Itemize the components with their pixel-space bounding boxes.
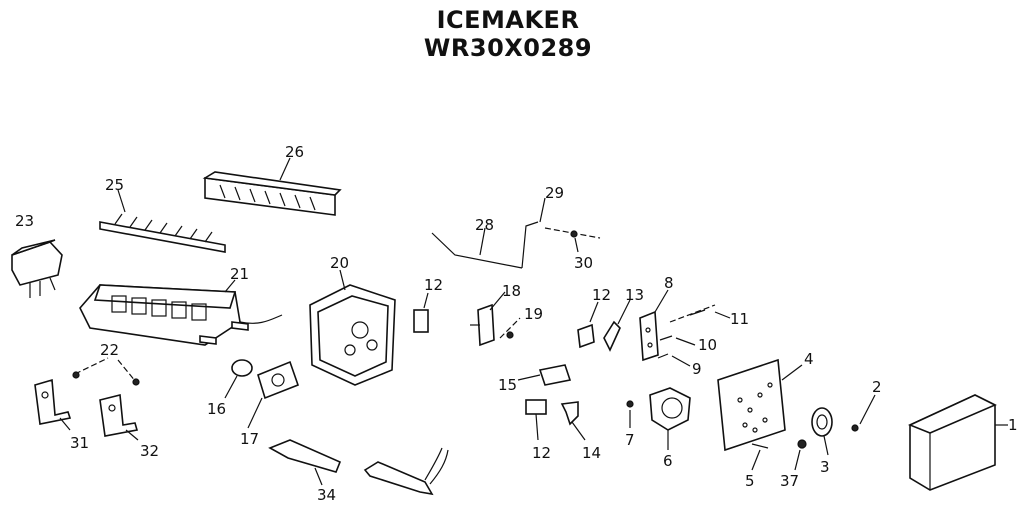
callout-31: 31 xyxy=(70,434,89,452)
callout-12-upper: 12 xyxy=(424,276,443,294)
part-2-screw xyxy=(851,394,876,432)
callout-2: 2 xyxy=(872,378,882,396)
callout-22: 22 xyxy=(100,341,119,359)
callout-12-middle: 12 xyxy=(592,286,611,304)
part-31-bracket xyxy=(34,378,72,431)
callout-30: 30 xyxy=(574,254,593,272)
callout-21: 21 xyxy=(230,265,249,283)
callout-25: 25 xyxy=(105,176,124,194)
callout-23: 23 xyxy=(15,212,34,230)
part-4-plate xyxy=(717,358,803,452)
part-13-thermostat xyxy=(603,299,631,352)
part-21-mold xyxy=(79,279,283,346)
callout-9: 9 xyxy=(692,360,702,378)
callout-3: 3 xyxy=(820,458,830,476)
part-12-switch-b xyxy=(577,301,599,349)
callout-17: 17 xyxy=(240,430,259,448)
part-9-screw xyxy=(657,353,691,367)
callout-34: 34 xyxy=(317,486,336,504)
part-11-screw xyxy=(669,304,731,323)
part-32-bracket xyxy=(99,393,139,441)
part-15-plug xyxy=(517,364,572,386)
callout-28: 28 xyxy=(475,216,494,234)
part-17-clip xyxy=(247,360,300,429)
part-23-fill-cup xyxy=(11,239,63,298)
callout-14: 14 xyxy=(582,444,601,462)
part-6-motor xyxy=(649,387,691,450)
part-26-ejector xyxy=(202,157,342,216)
diagram-title: ICEMAKER xyxy=(436,6,580,34)
callout-10: 10 xyxy=(698,336,717,354)
part-28-shutoff-arm xyxy=(431,197,601,269)
callout-13: 13 xyxy=(625,286,644,304)
callout-11: 11 xyxy=(730,310,749,328)
callout-8: 8 xyxy=(664,274,674,292)
part-22-screws xyxy=(72,357,140,386)
callout-32: 32 xyxy=(140,442,159,460)
callout-1: 1 xyxy=(1008,416,1018,434)
part-25-stripper xyxy=(99,189,226,253)
diagram-model-number: WR30X0289 xyxy=(423,34,593,62)
part-1-cover xyxy=(907,394,1008,491)
callout-5: 5 xyxy=(745,472,755,490)
callout-12-lower: 12 xyxy=(532,444,551,462)
callout-6: 6 xyxy=(663,452,673,470)
callout-18: 18 xyxy=(502,282,521,300)
part-12-switch-a xyxy=(413,292,429,333)
callout-20: 20 xyxy=(330,254,349,272)
callout-4: 4 xyxy=(804,350,814,368)
part-20-housing xyxy=(309,269,396,386)
callout-16: 16 xyxy=(207,400,226,418)
callout-37: 37 xyxy=(780,472,799,490)
part-18-bracket xyxy=(470,291,521,347)
part-37-nut xyxy=(794,439,807,471)
callout-15: 15 xyxy=(498,376,517,394)
part-5-screw xyxy=(751,443,769,471)
part-12-switch-c xyxy=(525,399,547,441)
part-8-bracket xyxy=(639,289,669,362)
part-16-thermostat xyxy=(224,359,253,399)
part-3-gear xyxy=(811,407,833,456)
callout-7: 7 xyxy=(625,431,635,449)
callout-19: 19 xyxy=(524,305,543,323)
part-7-screw xyxy=(626,400,634,428)
callout-29: 29 xyxy=(545,184,564,202)
callout-26: 26 xyxy=(285,143,304,161)
part-14-connector xyxy=(560,401,586,441)
part-34-harness xyxy=(268,439,449,496)
part-10-screw xyxy=(659,335,696,346)
